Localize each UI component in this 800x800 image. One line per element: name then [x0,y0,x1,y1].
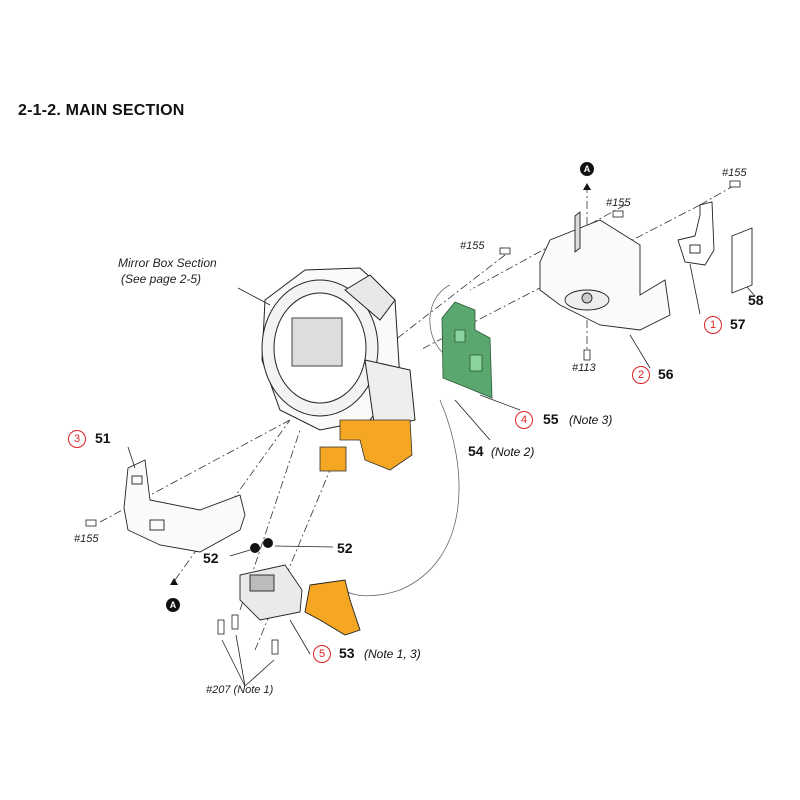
screw-ref-155: #155 [74,533,99,545]
axis-line [394,254,506,341]
part-number-56: 56 [658,366,674,382]
mirror-box-body [261,267,416,431]
screw-ref-155: #155 [722,167,747,179]
part-number-51: 51 [95,430,111,446]
bracket-56 [539,211,671,331]
callout-circle-53: 5 [313,645,331,663]
part-number-52: 52 [203,550,219,566]
marker-a-icon: A [166,598,180,612]
mirror-box-label: Mirror Box Section [118,256,217,270]
callout-circle-57: 1 [704,316,722,334]
axis-line [699,184,736,206]
callout-circle-56: 2 [632,366,650,384]
cable-path [344,399,460,597]
part-note-55: (Note 3) [569,413,613,427]
circuit-board-55 [441,301,493,399]
callout-circle-51: 3 [68,430,86,448]
screw-ref-155: #155 [606,197,631,209]
bracket-51 [123,459,246,553]
axis-line [254,469,331,651]
part-number-57: 57 [730,316,746,332]
screw-ref-113: #113 [572,362,596,374]
part-number-54: 54 [468,443,484,459]
screw-ref-207: #207 (Note 1) [206,684,274,696]
page-title: 2-1-2. MAIN SECTION [18,102,185,119]
part-number-55: 55 [543,411,559,427]
part-number-52: 52 [337,540,353,556]
part-note-53: (Note 1, 3) [364,647,421,661]
part-number-58: 58 [748,292,764,308]
part-note-54: (Note 2) [491,445,535,459]
mirror-box-page-link[interactable]: (See page 2-5) [121,272,202,286]
bushings-52 [250,538,273,553]
arrows [170,183,591,585]
screws [85,180,741,655]
bracket-57 [677,201,715,266]
part-number-53: 53 [339,645,355,661]
sensor-unit-53 [239,564,361,636]
marker-a-icon: A [580,162,594,176]
sheet-58 [731,227,753,294]
orange-flex-upper [319,419,413,472]
callout-circle-55: 4 [515,411,533,429]
axis-line [469,204,626,291]
screw-ref-155: #155 [460,240,485,252]
